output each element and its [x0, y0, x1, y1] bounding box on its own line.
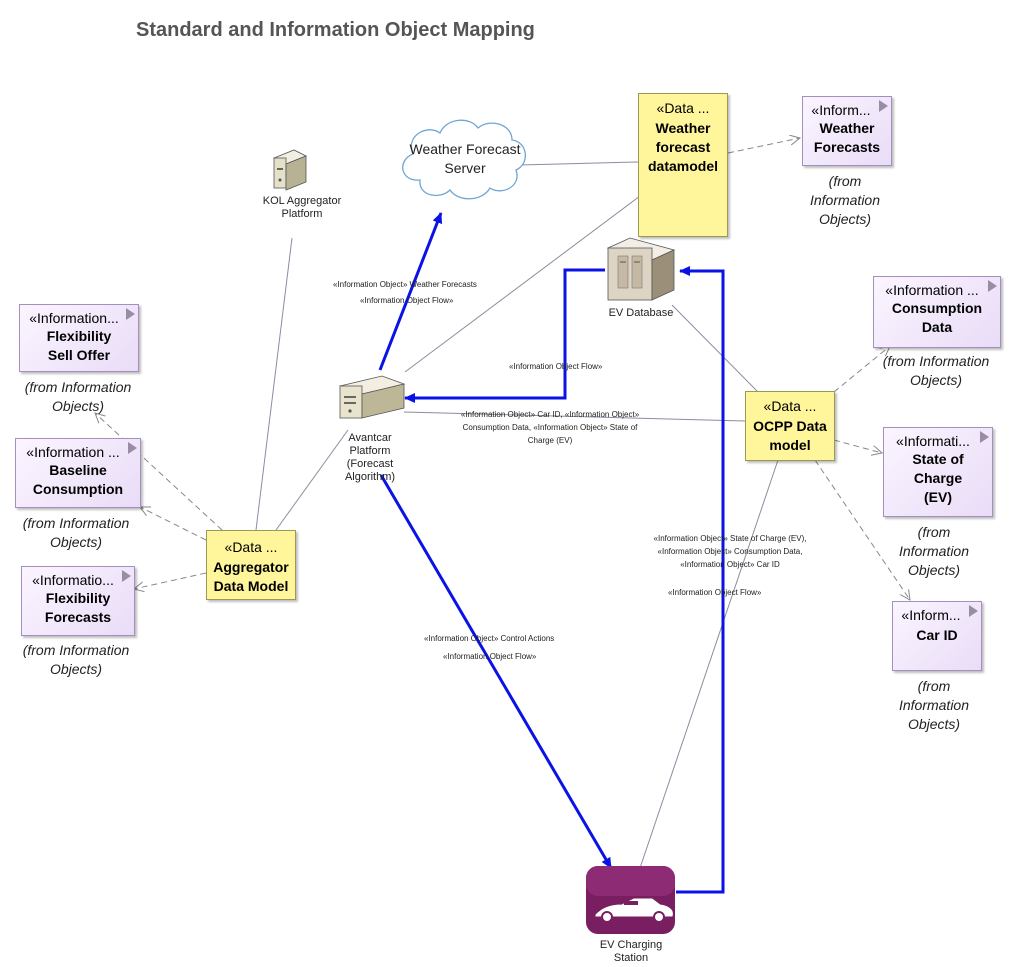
dep-aggregator-flexfc [134, 572, 207, 589]
info-object-car-id[interactable]: «Inform... Car ID [892, 601, 982, 671]
class-marker-icon [980, 431, 989, 443]
edge-label-weather-object: «Information Object» Weather Forecasts [333, 280, 477, 289]
diagram-title: Standard and Information Object Mapping [136, 19, 535, 41]
edge-label-control-flow: «Information Object Flow» [443, 652, 537, 661]
node-name: OCPP Data model [753, 418, 827, 453]
from-note-car-id: (from Information Objects) [898, 678, 970, 732]
stereotype: «Information ... [885, 282, 979, 298]
edge-label-station-objects: «Information Object» State of Charge (EV… [653, 534, 807, 569]
edge-label-station-flow: «Information Object Flow» [668, 588, 762, 597]
flow-evdb-avantcar [404, 268, 605, 403]
avantcar-label: Avantcar Platform (Forecast Algorithm) [344, 432, 396, 483]
class-marker-icon [126, 308, 135, 320]
cloud-icon [402, 119, 526, 200]
server-icon-kol [273, 149, 307, 191]
link-cloud-weatherdm [519, 161, 639, 166]
node-name: Flexibility Sell Offer [46, 328, 112, 363]
info-object-state-of-charge[interactable]: «Informati... State of Charge (EV) [883, 427, 993, 517]
stereotype: «Information ... [26, 444, 120, 460]
database-icon [606, 237, 676, 301]
from-note-flexibility-forecasts: (from Information Objects) [22, 642, 130, 677]
data-model-weather-forecast[interactable]: «Data ... Weather forecast datamodel [638, 93, 728, 237]
class-marker-icon [122, 570, 131, 582]
stereotype: «Data ... [763, 398, 817, 414]
edge-label-db-flow: «Information Object Flow» [509, 362, 603, 371]
link-evdb-ocpp [671, 304, 759, 393]
node-name: Aggregator Data Model [213, 559, 289, 594]
info-object-flexibility-forecasts[interactable]: «Informatio... Flexibility Forecasts [21, 566, 135, 636]
node-name: Car ID [916, 627, 958, 643]
flow-station-evdb [676, 266, 725, 894]
node-name: Weather forecast datamodel [647, 120, 718, 174]
dep-aggregator-flexsell [95, 413, 223, 531]
from-note-flexibility-sell-offer: (from Information Objects) [24, 379, 132, 414]
dep-ocpp-carid [814, 459, 910, 600]
flow-avantcar-cloud [378, 212, 443, 371]
class-marker-icon [128, 442, 137, 454]
class-marker-icon [879, 100, 888, 112]
from-note-consumption-data: (from Information Objects) [882, 353, 990, 388]
info-object-weather-forecasts[interactable]: «Inform... Weather Forecasts [802, 96, 892, 166]
dep-ocpp-soc [833, 439, 882, 453]
node-name: Baseline Consumption [32, 462, 124, 497]
info-object-consumption-data[interactable]: «Information ... Consumption Data [873, 276, 1001, 348]
dep-ocpp-consumption [833, 346, 890, 393]
edge-label-control-actions: «Information Object» Control Actions [424, 634, 555, 643]
node-name: Weather Forecasts [813, 120, 881, 155]
kol-label: KOL Aggregator Platform [262, 195, 342, 220]
link-kol-aggregator [255, 237, 293, 531]
link-avantcar-weatherdm [404, 195, 641, 373]
from-note-baseline-consumption: (from Information Objects) [22, 515, 130, 550]
stereotype: «Data ... [224, 539, 278, 555]
data-model-ocpp[interactable]: «Data ... OCPP Data model [745, 391, 835, 461]
info-object-flexibility-sell-offer[interactable]: «Information... Flexibility Sell Offer [19, 304, 139, 372]
edge-label-ocpp-objects: «Information Object» Car ID, «Informatio… [460, 410, 640, 445]
edge-label-weather-flow: «Information Object Flow» [360, 296, 454, 305]
stereotype: «Informatio... [32, 572, 114, 588]
node-name: Consumption Data [891, 300, 983, 335]
dep-aggregator-baseline [140, 507, 207, 541]
charging-station-label: EV Charging Station [599, 939, 663, 964]
link-avantcar-aggregator [275, 429, 349, 531]
server-icon-avantcar [338, 375, 406, 419]
cloud-label: Weather Forecast Server [409, 141, 521, 176]
stereotype: «Information... [29, 310, 119, 326]
link-station-ocpp [639, 459, 779, 869]
stereotype: «Data ... [656, 100, 710, 116]
from-note-weather-forecasts: (from Information Objects) [809, 173, 881, 227]
class-marker-icon [988, 280, 997, 292]
node-name: Flexibility Forecasts [44, 590, 112, 625]
stereotype: «Inform... [901, 607, 961, 623]
from-note-state-of-charge: (from Information Objects) [898, 524, 970, 578]
data-model-aggregator[interactable]: «Data ... Aggregator Data Model [206, 530, 296, 600]
stereotype: «Inform... [811, 102, 871, 118]
ev-database-label: EV Database [608, 307, 674, 319]
flow-avantcar-station [379, 474, 613, 869]
stereotype: «Informati... [896, 433, 970, 449]
class-marker-icon [969, 605, 978, 617]
charging-station-icon [586, 866, 675, 934]
node-name: State of Charge (EV) [912, 451, 964, 505]
link-avantcar-ocpp [403, 411, 746, 422]
info-object-baseline-consumption[interactable]: «Information ... Baseline Consumption [15, 438, 141, 508]
dep-weatherdm-weatherfc [727, 138, 800, 154]
